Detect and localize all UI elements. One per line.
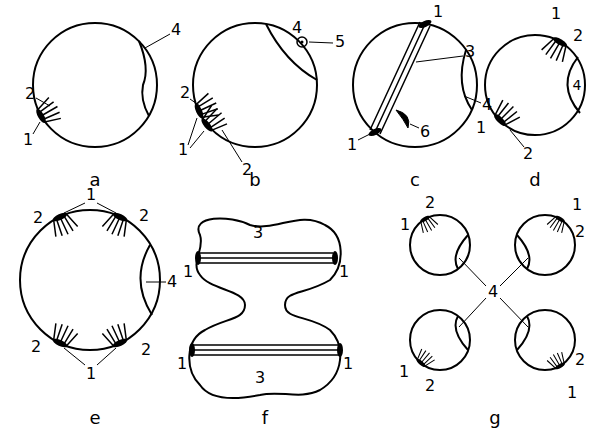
callout-number: 1 (572, 197, 582, 213)
callout-number: 1 (343, 356, 353, 372)
callout-number: 1 (551, 6, 561, 22)
callout-number: 2 (573, 28, 583, 44)
callout-number: 2 (575, 352, 585, 368)
callout-number: 2 (31, 339, 41, 355)
callout-number: 4 (171, 22, 181, 38)
callout-number: 1 (177, 356, 187, 372)
panel-letter: b (249, 171, 260, 189)
callout-number: 4 (488, 284, 498, 300)
callout-number: 6 (420, 124, 430, 140)
callout-number: 1 (183, 264, 193, 280)
callout-number: 1 (476, 120, 486, 136)
callout-number: 1 (433, 4, 443, 20)
callout-number: 1 (567, 385, 577, 401)
callout-number: 1 (23, 132, 33, 148)
callout-number: 1 (86, 187, 96, 203)
callout-number: 4 (292, 20, 302, 36)
callout-number: 4 (573, 78, 582, 92)
panel-letter: c (410, 171, 420, 189)
panel-letter: g (489, 409, 500, 427)
panel-letter: d (529, 171, 540, 189)
panel-letter: f (262, 409, 268, 427)
callout-number: 1 (399, 364, 409, 380)
callout-number: 2 (33, 210, 43, 226)
callout-number: 1 (178, 142, 188, 158)
callout-number: 2 (141, 342, 151, 358)
callout-number: 4 (167, 274, 177, 290)
callout-number: 1 (339, 264, 349, 280)
callout-number: 1 (347, 137, 357, 153)
callout-number: 4 (482, 97, 492, 113)
panel-letter: e (89, 409, 100, 427)
callout-number: 2 (180, 85, 190, 101)
callout-number: 5 (335, 34, 345, 50)
callout-number: 3 (255, 370, 265, 386)
callout-number: 3 (465, 44, 475, 60)
callout-number: 2 (575, 224, 585, 240)
callout-number: 2 (25, 86, 35, 102)
callout-number: 1 (400, 217, 410, 233)
callout-number: 3 (253, 225, 263, 241)
callout-number: 2 (139, 208, 149, 224)
callout-number: 2 (425, 195, 435, 211)
callout-number: 2 (523, 146, 533, 162)
callout-number: 2 (425, 378, 435, 394)
callout-number: 1 (86, 366, 96, 382)
